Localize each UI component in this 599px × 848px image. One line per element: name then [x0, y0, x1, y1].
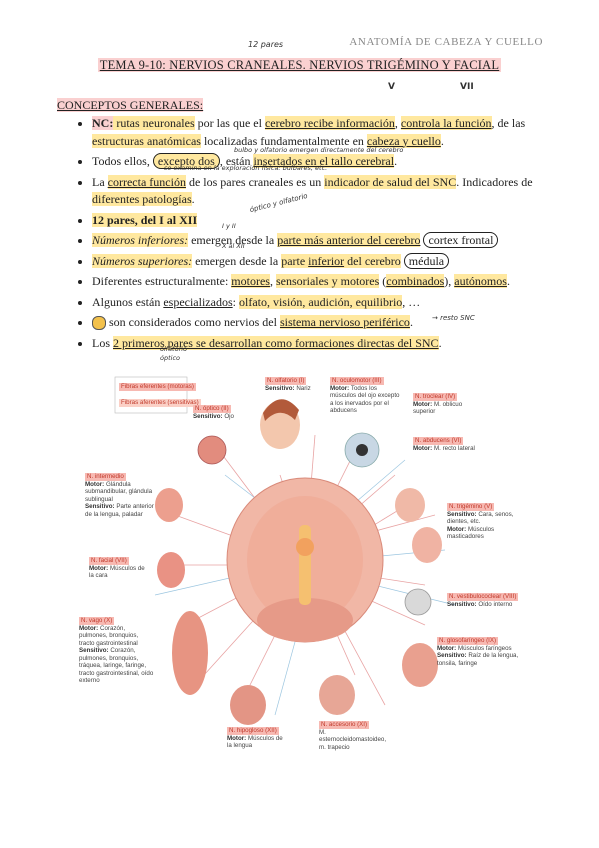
list-item: Números superiores: emergen desde la par… [92, 252, 558, 271]
label-glosofaringeo: N. glosofaríngeo (IX)Motor: Músculos far… [437, 637, 519, 667]
course-header: ANATOMÍA DE CABEZA Y CUELLO [349, 36, 543, 48]
list-item: Los 2 primeros pares se desarrollan como… [92, 335, 558, 353]
handwritten-note-bulbo: bulbo y olfatorio emergen directamente d… [234, 146, 404, 154]
label-vestibulococlear: N. vestibulococlear (VIII)Sensitivo: Oíd… [447, 593, 519, 608]
section-heading: CONCEPTOS GENERALES: [57, 98, 204, 112]
list-item: La correcta función de los pares craneal… [92, 174, 558, 209]
cranial-nerves-diagram: Fibras eferentes (motoras) Fibras aferen… [75, 365, 535, 760]
handwritten-note-i-ii: I y II [222, 222, 236, 230]
label-troclear: N. troclear (IV)Motor: M. oblicuo superi… [413, 393, 463, 415]
label-hipogloso: N. hipogloso (XII)Motor: Músculos de la … [227, 727, 283, 749]
label-vago: N. vago (X)Motor: Corazón, pulmones, bro… [79, 617, 154, 684]
legend-afferent: Fibras aferentes (sensitivas) [119, 399, 201, 407]
roman-vii-label: VII [460, 82, 474, 92]
list-item: NC: rutas neuronales por las que el cere… [92, 115, 558, 150]
page-title: TEMA 9-10: NERVIOS CRANEALES. NERVIOS TR… [97, 58, 502, 72]
handwritten-note-resto: → resto SNC [432, 314, 475, 322]
list-item: 12 pares, del I al XII [92, 212, 558, 230]
label-optico: N. óptico (II)Sensitivo: Ojo [193, 405, 234, 420]
label-accesorio: N. accesorio (XI)M. esternocleidomastoid… [319, 721, 387, 751]
list-item: Diferentes estructuralmente: motores, se… [92, 273, 558, 291]
roman-v-label: V [388, 82, 395, 92]
list-item: Todos ellos, excepto dos, están insertad… [92, 153, 558, 171]
handwritten-note-olfatorio: olfatorio óptico [160, 345, 188, 362]
legend-efferent: Fibras eferentes (motoras) [119, 383, 196, 391]
handwritten-note-exploracion: se examina en la exploración física: bul… [164, 164, 328, 172]
smiley-icon [92, 316, 106, 331]
list-item: Números inferiores: emergen desde la par… [92, 232, 558, 250]
label-olfatorio: N. olfatorio (I)Sensitivo: Nariz [265, 377, 311, 392]
handwritten-note-x-xii: X al XII [222, 242, 245, 250]
diagram-illustration [114, 376, 456, 725]
label-facial: N. facial (VII)Motor: Músculos de la car… [89, 557, 145, 579]
handwritten-note-pares: 12 pares [248, 40, 284, 49]
label-oculomotor: N. oculomotor (III)Motor: Todos los músc… [330, 377, 400, 414]
concepts-list: NC: rutas neuronales por las que el cere… [76, 115, 558, 355]
list-item: Algunos están especializados: olfato, vi… [92, 294, 558, 312]
label-abducens: N. abducens (VI)Motor: M. recto lateral [413, 437, 475, 452]
label-trigemino: N. trigémino (V)Sensitivo: Cara, senos, … [447, 503, 514, 540]
list-item: son considerados como nervios del sistem… [92, 314, 558, 332]
